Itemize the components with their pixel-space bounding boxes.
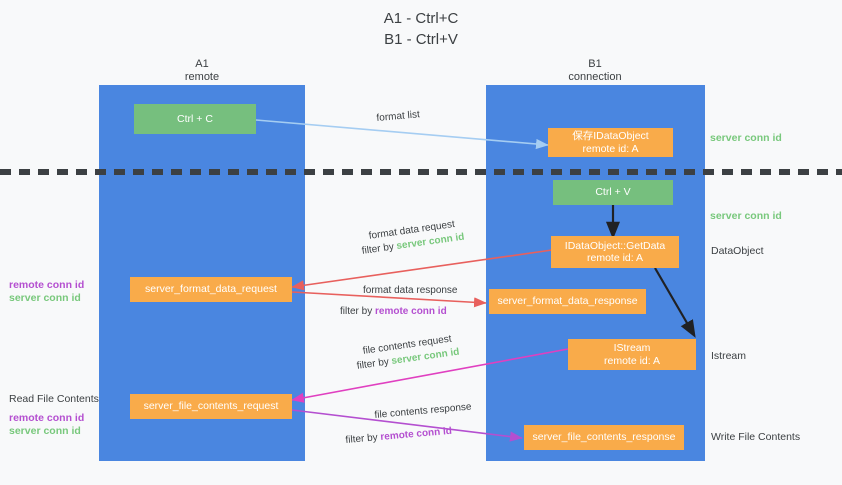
diagram-title: A1 - Ctrl+C B1 - Ctrl+V bbox=[0, 8, 842, 50]
node-istream[interactable]: IStream remote id: A bbox=[568, 339, 696, 370]
filter-by-text-2: filter by bbox=[340, 306, 376, 317]
column-b1-role: connection bbox=[568, 71, 622, 83]
remote-conn-id-inline-2: remote conn id bbox=[379, 425, 453, 443]
remote-conn-id-inline-1: remote conn id bbox=[375, 306, 447, 317]
left-label-read-file-contents: Read File Contents bbox=[9, 393, 99, 405]
wire-label-filter-by-remote-conn-id-2: filter by remote conn id bbox=[345, 425, 452, 447]
node-ctrl-c[interactable]: Ctrl + C bbox=[134, 104, 256, 134]
right-label-server-conn-id-mid: server conn id bbox=[710, 210, 782, 222]
node-server-file-contents-response[interactable]: server_file_contents_response bbox=[524, 425, 684, 450]
node-getdata-line1: IDataObject::GetData bbox=[564, 239, 666, 252]
node-server-format-data-request[interactable]: server_format_data_request bbox=[130, 277, 292, 302]
right-label-dataobject: DataObject bbox=[711, 245, 764, 257]
right-label-istream: Istream bbox=[711, 350, 747, 362]
node-istream-line2: remote id: A bbox=[603, 354, 661, 367]
node-ctrl-v-label: Ctrl + V bbox=[595, 186, 631, 199]
node-istream-line1: IStream bbox=[613, 342, 651, 354]
node-save-dataobject-line1: 保存IDataObject bbox=[572, 130, 649, 142]
filter-by-text-3: filter by bbox=[356, 356, 393, 372]
column-b1-name: B1 bbox=[588, 58, 602, 70]
node-idataobject-getdata[interactable]: IDataObject::GetData remote id: A bbox=[551, 236, 679, 268]
node-save-dataobject-line2: remote id: A bbox=[582, 142, 639, 155]
node-server-format-data-response[interactable]: server_format_data_response bbox=[489, 289, 646, 314]
left-label-server-conn-id-2: server conn id bbox=[9, 425, 81, 437]
title-line-2: B1 - Ctrl+V bbox=[384, 31, 458, 48]
node-server-format-data-request-label: server_format_data_request bbox=[145, 283, 277, 296]
left-label-remote-conn-id-2: remote conn id bbox=[9, 412, 85, 424]
node-save-dataobject[interactable]: 保存IDataObject remote id: A bbox=[548, 128, 673, 157]
title-line-1: A1 - Ctrl+C bbox=[383, 10, 459, 27]
column-a1-name: A1 bbox=[195, 58, 209, 70]
node-server-file-contents-response-label: server_file_contents_response bbox=[532, 431, 676, 444]
node-server-file-contents-request[interactable]: server_file_contents_request bbox=[130, 394, 292, 419]
wire-label-filter-by-remote-conn-id-1: filter by remote conn id bbox=[340, 305, 447, 318]
column-header-b1: B1 connection bbox=[525, 58, 665, 84]
node-ctrl-v[interactable]: Ctrl + V bbox=[553, 180, 673, 205]
right-label-server-conn-id-top: server conn id bbox=[710, 132, 782, 144]
node-server-format-data-response-label: server_format_data_response bbox=[497, 295, 638, 308]
wire-label-format-list: format list bbox=[376, 109, 421, 124]
wire-label-format-data-response: format data response bbox=[363, 285, 458, 296]
node-getdata-line2: remote id: A bbox=[586, 252, 644, 264]
left-label-server-conn-id-1: server conn id bbox=[9, 292, 81, 304]
node-server-file-contents-request-label: server_file_contents_request bbox=[143, 400, 279, 413]
left-label-remote-conn-id-1: remote conn id bbox=[9, 279, 85, 291]
column-a1-role: remote bbox=[184, 71, 220, 83]
filter-by-text-4: filter by bbox=[345, 431, 381, 446]
right-label-write-file-contents: Write File Contents bbox=[711, 431, 801, 443]
column-header-a1: A1 remote bbox=[132, 58, 272, 84]
node-ctrl-c-label: Ctrl + C bbox=[177, 112, 213, 125]
filter-by-text-1: filter by bbox=[361, 241, 398, 257]
phase-separator-dashed-line bbox=[0, 169, 842, 175]
wire-label-file-contents-response: file contents response bbox=[374, 401, 472, 421]
